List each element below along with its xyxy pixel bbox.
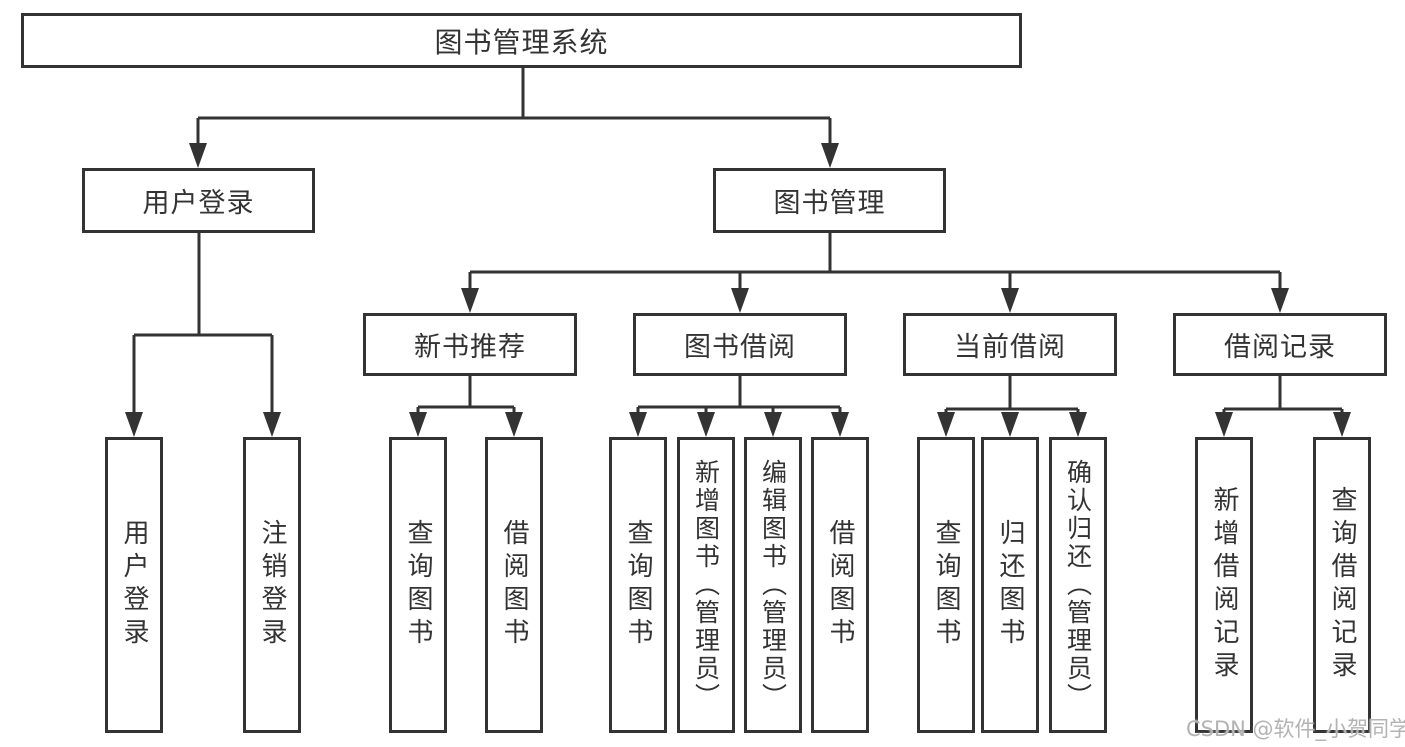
node-edit-books-admin: 编辑图书（管理员）	[744, 437, 802, 733]
node-label: 新增借阅记录	[1209, 486, 1239, 684]
node-label: 查询图书	[403, 519, 433, 651]
node-label: 新增图书（管理员）	[691, 459, 721, 711]
node-book-borrow: 图书借阅	[633, 313, 847, 376]
node-user-login: 用户登录	[82, 168, 315, 233]
node-user-login-action: 用户登录	[105, 437, 163, 733]
node-label: 新书推荐	[414, 332, 526, 363]
node-label: 查询图书	[931, 519, 961, 651]
node-label: 借阅记录	[1224, 332, 1336, 363]
node-borrow-books-recommend: 借阅图书	[485, 437, 543, 733]
node-confirm-return-admin: 确认归还（管理员）	[1049, 437, 1107, 733]
node-add-books-admin: 新增图书（管理员）	[677, 437, 735, 733]
node-label: 借阅图书	[499, 519, 529, 651]
node-label: 编辑图书（管理员）	[758, 459, 788, 711]
node-query-books-borrowing: 查询图书	[609, 437, 667, 733]
node-label: 用户登录	[119, 519, 149, 651]
node-label: 注销登录	[257, 519, 287, 651]
node-root-library-system: 图书管理系统	[21, 13, 1022, 68]
node-add-borrow-record: 新增借阅记录	[1195, 437, 1253, 733]
node-label: 归还图书	[995, 519, 1025, 651]
node-label: 图书管理	[773, 188, 886, 219]
node-label: 查询图书	[623, 519, 653, 651]
node-label: 当前借阅	[954, 332, 1066, 363]
node-label: 图书借阅	[684, 332, 796, 363]
node-book-management: 图书管理	[713, 168, 946, 233]
node-query-books-recommend: 查询图书	[389, 437, 447, 733]
node-current-borrow: 当前借阅	[903, 313, 1117, 376]
node-borrow-records: 借阅记录	[1173, 313, 1387, 376]
csdn-watermark: CSDN @软件_小贺同学	[1186, 717, 1405, 741]
node-query-books-current: 查询图书	[917, 437, 975, 733]
node-query-borrow-record: 查询借阅记录	[1313, 437, 1371, 733]
node-label: 借阅图书	[825, 519, 855, 651]
arrowheads	[125, 143, 1351, 437]
node-label: 图书管理系统	[434, 25, 609, 59]
node-label: 用户登录	[142, 188, 255, 219]
node-label: 确认归还（管理员）	[1063, 459, 1093, 711]
node-label: 查询借阅记录	[1327, 486, 1357, 684]
node-new-book-recommend: 新书推荐	[363, 313, 577, 376]
node-borrow-books-action: 借阅图书	[811, 437, 869, 733]
node-logout-action: 注销登录	[243, 437, 301, 733]
node-return-books: 归还图书	[981, 437, 1039, 733]
